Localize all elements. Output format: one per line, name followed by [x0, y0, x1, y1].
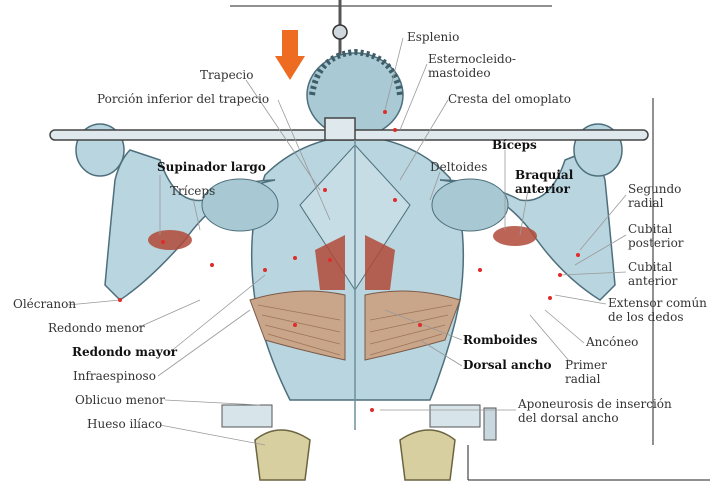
label-olecranon: Olécranon: [13, 297, 77, 311]
rhomboid-right: [365, 235, 395, 290]
label-oblicuo-menor: Oblicuo menor: [75, 393, 165, 407]
right-hip-bone: [399, 429, 456, 481]
label-aponeurosis-dorsal-ancho: Aponeurosis de inserción del dorsal anch…: [518, 397, 672, 425]
label-supinador-largo: Supinador largo: [157, 160, 266, 174]
left-hip-bone: [254, 429, 311, 481]
label-redondo-mayor: Redondo mayor: [72, 345, 178, 359]
leader-lines: [67, 37, 627, 446]
bench-left: [221, 404, 273, 428]
label-hueso-iliaco: Hueso ilíaco: [87, 417, 163, 431]
label-segundo-radial: Segundo radial: [628, 182, 682, 210]
label-infraespinoso: Infraespinoso: [73, 369, 156, 383]
rhomboid-left: [315, 235, 345, 290]
pull-direction-arrow: [275, 30, 305, 80]
latissimus-striations: [257, 304, 453, 356]
label-extensor-comun-dedos: Extensor común de los dedos: [608, 296, 707, 324]
left-deltoid: [201, 178, 279, 232]
muscle-marker-dots: [118, 110, 580, 412]
label-triceps: Tríceps: [170, 184, 216, 198]
right-biceps-muscle: [493, 226, 537, 246]
right-deltoid: [431, 178, 509, 232]
label-cubital-anterior: Cubital anterior: [628, 260, 678, 288]
label-esplenio: Esplenio: [407, 30, 460, 44]
label-trapecio: Trapecio: [200, 68, 254, 82]
bar-handle-center: [324, 117, 356, 141]
latissimus-left: [249, 290, 346, 361]
label-esternocleidomastoideo: Esternocleido- mastoideo: [428, 52, 516, 80]
label-anconeo: Ancóneo: [586, 335, 639, 349]
left-biceps-muscle: [148, 230, 192, 250]
label-primer-radial: Primer radial: [565, 358, 607, 386]
label-cubital-posterior: Cubital posterior: [628, 222, 684, 250]
bench-post: [483, 407, 497, 441]
label-braquial-anterior: Braquial anterior: [515, 168, 574, 196]
bench-right: [429, 404, 481, 428]
label-deltoides: Deltoides: [430, 160, 488, 174]
label-dorsal-ancho: Dorsal ancho: [463, 358, 552, 372]
cable-pulley: [332, 24, 348, 40]
label-redondo-menor: Redondo menor: [48, 321, 145, 335]
label-cresta-omoplato: Cresta del omoplato: [448, 92, 571, 106]
label-romboides: Romboides: [463, 333, 538, 347]
label-porcion-inferior-trapecio: Porción inferior del trapecio: [97, 92, 270, 106]
hair: [309, 48, 403, 96]
label-biceps: Bíceps: [492, 138, 537, 152]
